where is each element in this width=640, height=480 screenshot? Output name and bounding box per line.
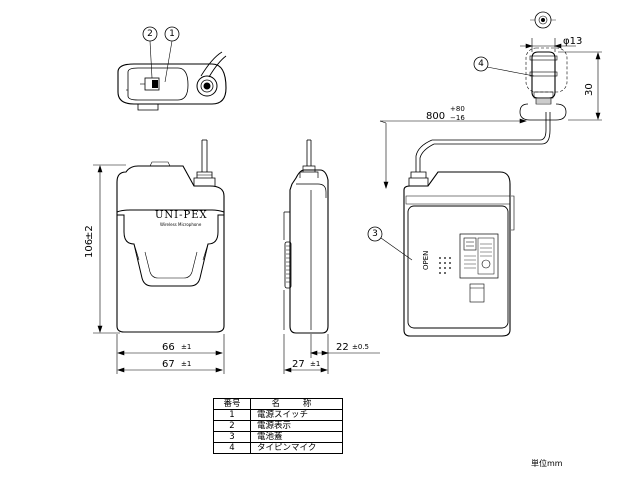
mic-cable	[432, 112, 551, 145]
cover-open-label: OPEN	[422, 251, 430, 270]
mic-dimensions	[520, 38, 602, 121]
mic-diameter-value: φ13	[563, 36, 582, 47]
row-name: 電池蓋	[250, 431, 343, 443]
callout-2: 2	[142, 26, 158, 79]
callout-4: 4	[473, 56, 535, 77]
cable-length-dimension	[379, 118, 527, 189]
callout-3-label: 3	[372, 229, 378, 239]
row-name: タイピンマイク	[250, 442, 343, 454]
callout-1-label: 1	[169, 29, 175, 39]
brand-subtitle: Wireless Microphone	[160, 222, 202, 227]
row-number: 3	[213, 431, 251, 443]
depth-dimensions	[283, 334, 380, 374]
depth-clip-value: 22	[336, 342, 349, 353]
table-row: 3 電池蓋	[213, 431, 343, 443]
parts-table-header: 番号 名 称	[213, 398, 343, 410]
cable-length-tol-plus: +80	[450, 105, 465, 113]
header-number: 番号	[213, 398, 251, 410]
table-row: 1 電源スイッチ	[213, 409, 343, 421]
depth-clip-tolerance: ±0.5	[352, 343, 369, 351]
unit-label: 単位mm	[531, 458, 563, 468]
cable-length-tol-minus: −16	[450, 114, 465, 122]
height-tolerance: ±2	[84, 225, 95, 240]
row-number: 4	[213, 442, 251, 454]
back-view: OPEN	[403, 139, 515, 337]
table-row: 4 タイピンマイク	[213, 442, 343, 454]
height-dimension	[93, 164, 126, 334]
row-number: 1	[213, 409, 251, 421]
row-number: 2	[213, 420, 251, 432]
row-name: 電源スイッチ	[250, 409, 343, 421]
row-name: 電源表示	[250, 420, 343, 432]
depth-body-value: 27	[292, 359, 305, 370]
callout-4-label: 4	[478, 59, 484, 69]
height-value: 106	[84, 239, 95, 258]
width-dimensions	[116, 334, 225, 374]
side-view	[283, 139, 329, 334]
width-inner-tolerance: ±1	[181, 343, 191, 351]
cable-length-value: 800	[426, 111, 445, 122]
brand-name: UNI-PEX	[155, 210, 208, 221]
width-inner-value: 66	[162, 342, 175, 353]
table-row: 2 電源表示	[213, 420, 343, 432]
depth-body-tolerance: ±1	[310, 360, 320, 368]
callout-1: 1	[164, 26, 180, 83]
width-outer-tolerance: ±1	[181, 360, 191, 368]
parts-table: 番号 名 称 1 電源スイッチ 2 電源表示 3 電池蓋 4 タイピンマイク	[213, 398, 343, 454]
mic-height-value: 30	[584, 83, 595, 96]
callout-3: 3	[367, 226, 413, 261]
front-view: UNI-PEX Wireless Microphone	[116, 139, 225, 333]
tiepin-microphone	[519, 11, 568, 121]
header-name: 名 称	[250, 398, 343, 410]
callout-2-label: 2	[147, 29, 153, 39]
top-view	[117, 51, 227, 111]
width-outer-value: 67	[162, 359, 175, 370]
